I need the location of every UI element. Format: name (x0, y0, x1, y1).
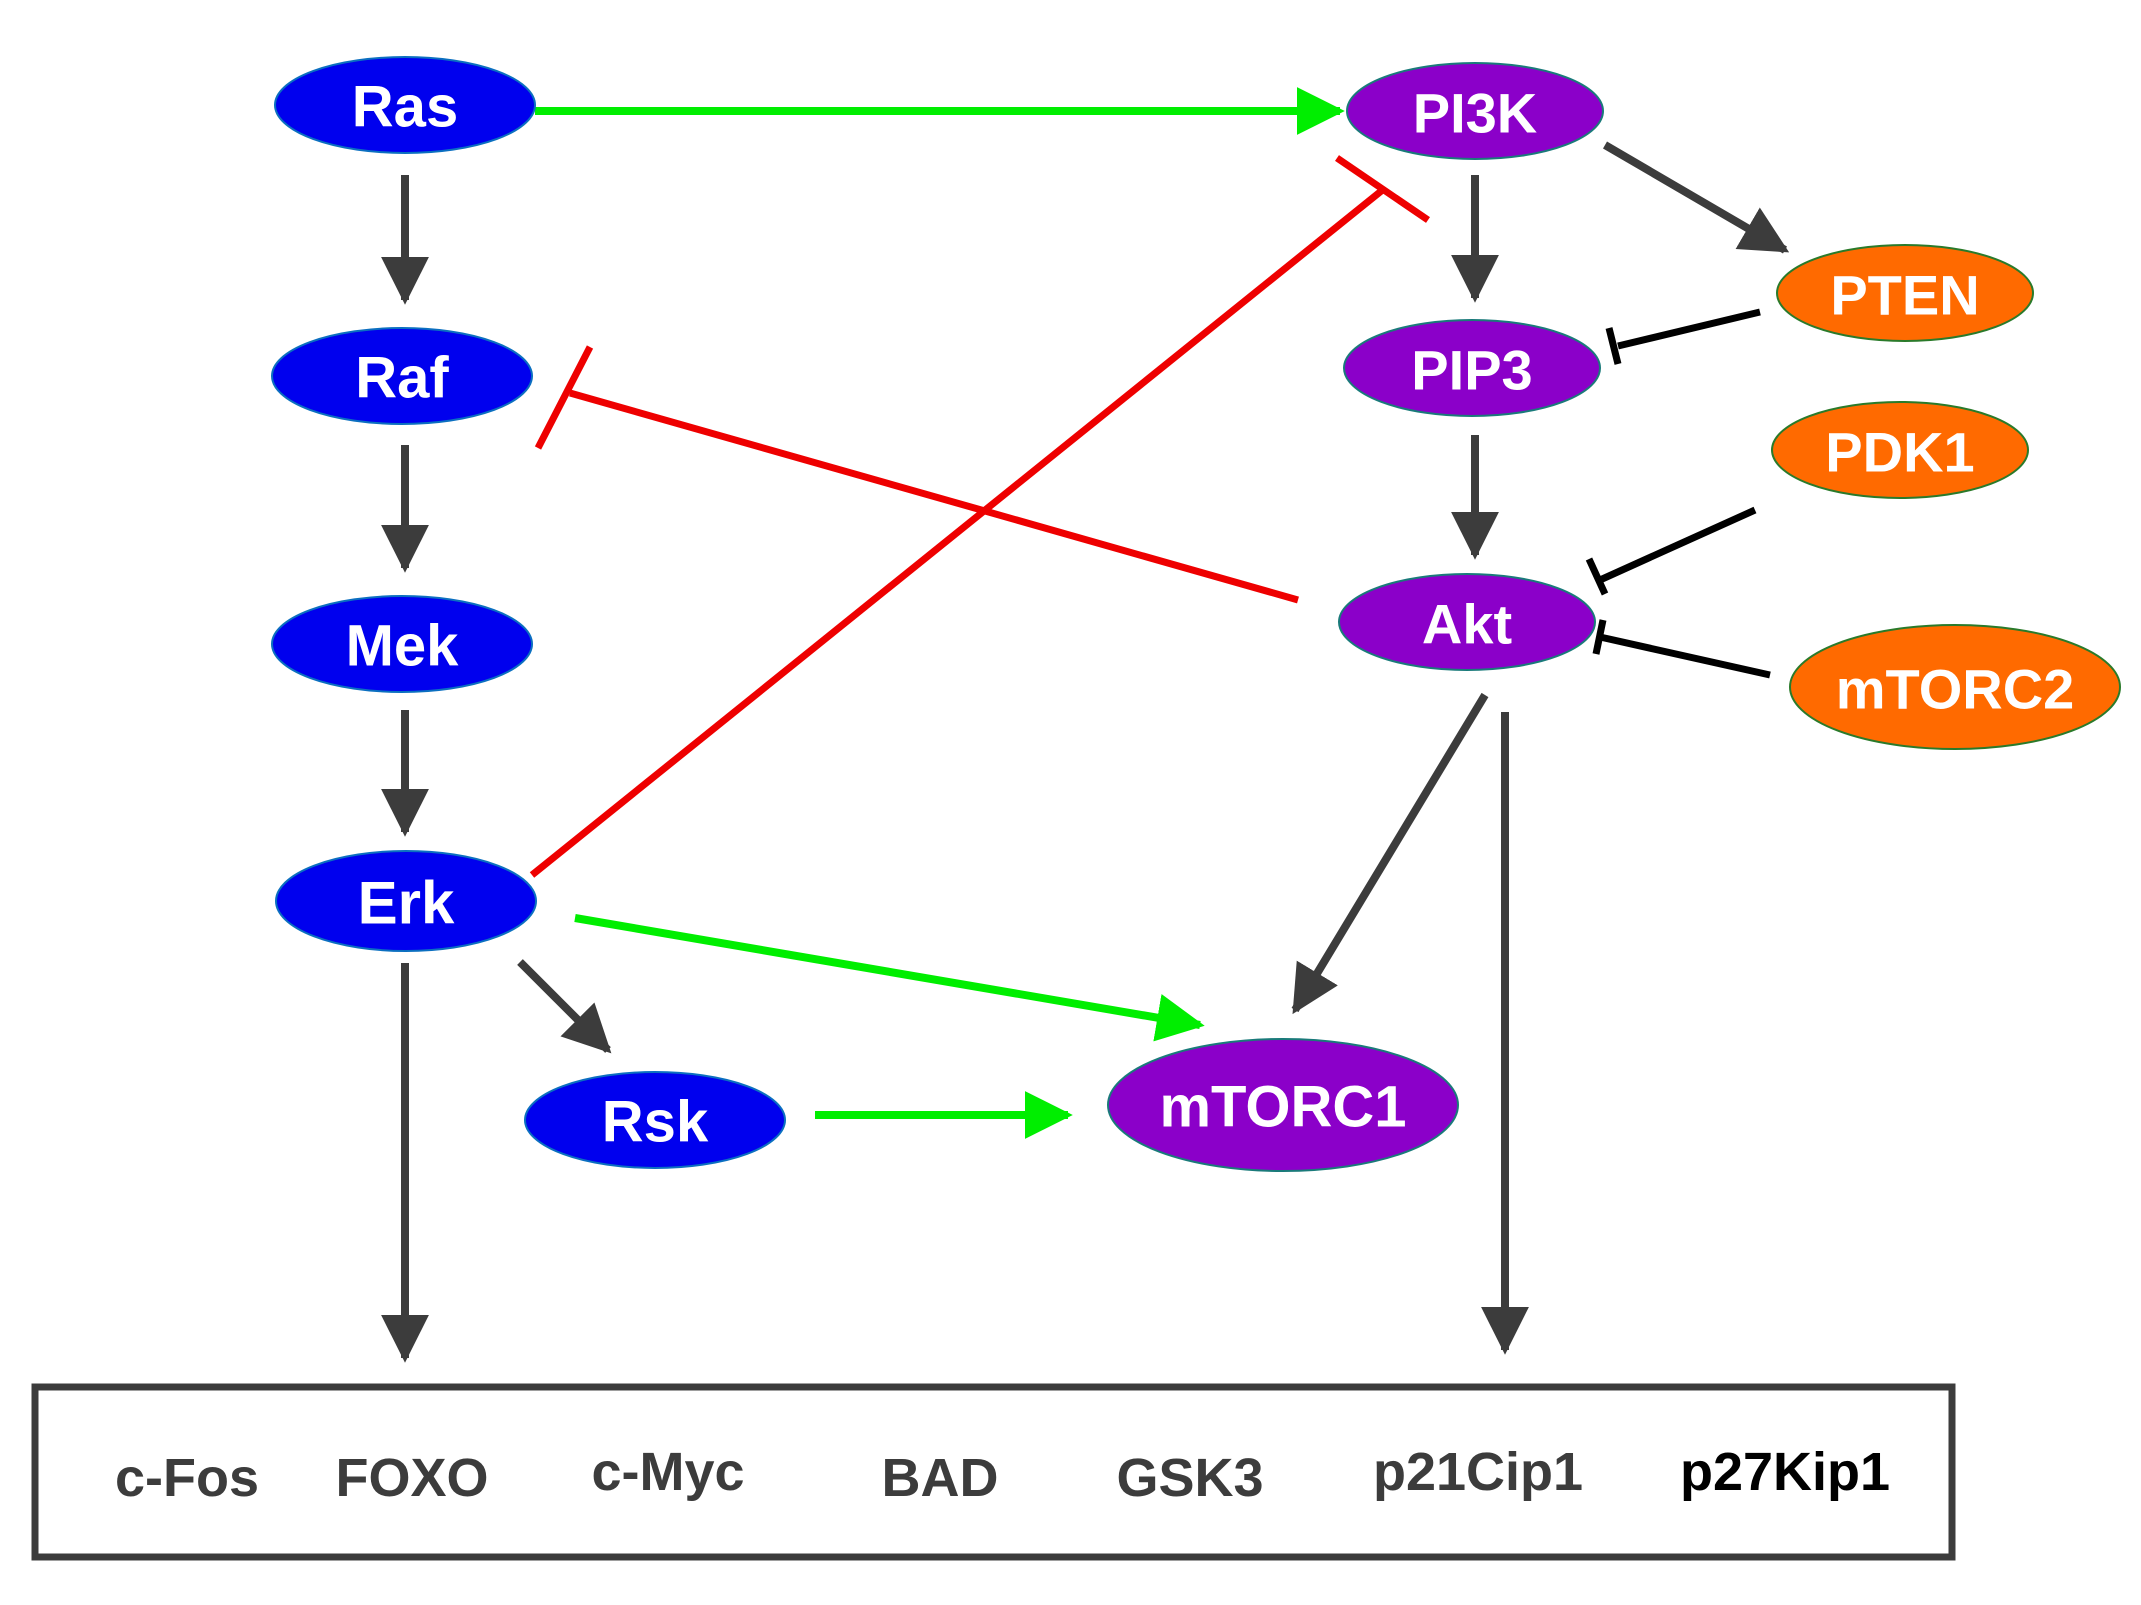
svg-text:Ras: Ras (352, 75, 458, 140)
edge-erk-to-rsk (517, 959, 612, 1054)
node-mtorc1: mTORC1 (1107, 1038, 1459, 1172)
target-c-fos: c-Fos (115, 1448, 259, 1508)
target-p21cip1: p21Cip1 (1373, 1442, 1583, 1502)
node-mek: Mek (271, 595, 533, 693)
svg-text:Erk: Erk (358, 870, 455, 937)
svg-text:PDK1: PDK1 (1825, 421, 1974, 484)
node-akt: Akt (1338, 573, 1596, 671)
svg-text:PTEN: PTEN (1830, 264, 1979, 327)
svg-text:mTORC2: mTORC2 (1836, 658, 2075, 721)
target-bad: BAD (882, 1448, 999, 1508)
svg-text:Rsk: Rsk (602, 1090, 709, 1155)
node-pi3k: PI3K (1346, 62, 1604, 160)
inhibition-akt-raf (534, 345, 1299, 604)
node-pdk1: PDK1 (1771, 401, 2029, 499)
edge-erk-to-mtorc1 (574, 914, 1205, 1042)
edge-akt-to-mtorc1 (1291, 692, 1489, 1015)
node-ras: Ras (274, 56, 536, 154)
inhibition-pdk1-akt (1585, 506, 1757, 596)
node-rsk: Rsk (524, 1071, 786, 1169)
svg-text:PI3K: PI3K (1413, 82, 1538, 145)
svg-text:mTORC1: mTORC1 (1159, 1075, 1406, 1140)
node-erk: Erk (275, 850, 537, 952)
target-p27kip1: p27Kip1 (1680, 1442, 1890, 1502)
inhibition-erk-pi3k (529, 155, 1430, 878)
inhibition-mtorc2-akt (1592, 619, 1771, 679)
target-foxo: FOXO (335, 1448, 488, 1508)
node-pip3: PIP3 (1343, 319, 1601, 417)
edges (381, 87, 1790, 1363)
node-raf: Raf (271, 327, 533, 425)
svg-text:PIP3: PIP3 (1411, 339, 1532, 402)
edge-pi3k-to-pten (1602, 141, 1790, 254)
nodes: Ras Raf Mek Erk Rsk PI3K PIP3 Akt (271, 56, 2121, 1172)
targets-box: c-Fos FOXO c-Myc BAD GSK3 p21Cip1 p27Kip… (31, 1383, 1956, 1561)
svg-text:Mek: Mek (346, 614, 460, 679)
svg-text:Raf: Raf (355, 346, 449, 411)
targets-box-border (31, 1383, 1956, 1561)
svg-text:Akt: Akt (1422, 593, 1512, 656)
inhibition-pten-pip3 (1605, 308, 1761, 365)
node-mtorc2: mTORC2 (1789, 624, 2121, 750)
target-c-myc: c-Myc (591, 1442, 744, 1502)
target-gsk3: GSK3 (1116, 1448, 1263, 1508)
node-pten: PTEN (1776, 244, 2034, 342)
